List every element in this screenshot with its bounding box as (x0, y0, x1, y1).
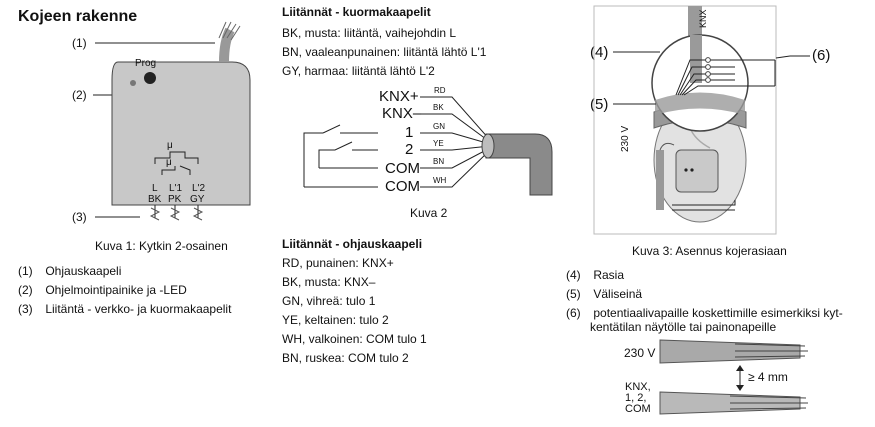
terminal-top-1: L'1 (169, 183, 183, 194)
load-cables-title: Liitännät - kuormakaapelit (282, 5, 431, 19)
wire-label: BN (433, 157, 445, 166)
callout-1: (1) (72, 36, 87, 50)
list-text: potentiaalivapaille koskettimille esimer… (593, 306, 843, 320)
figure-2-caption: Kuva 2 (410, 206, 448, 220)
callout-3: (3) (72, 210, 87, 224)
spacing-knx-line: KNX, (625, 381, 651, 393)
list-text: Ohjauskaapeli (45, 264, 122, 278)
list-num: (1) (18, 264, 33, 278)
mu-top: μ (167, 140, 173, 151)
wire-label: GN (433, 122, 445, 131)
spacing-distance-label: ≥ 4 mm (748, 370, 788, 384)
list-text: Väliseinä (593, 287, 643, 301)
list-num: (5) (566, 287, 581, 301)
list-num: (3) (18, 302, 33, 316)
load-item: BN, vaaleanpunainen: liitäntä lähtö L'1 (282, 45, 487, 59)
signal-label: 2 (405, 141, 414, 158)
wire-label: RD (434, 86, 446, 95)
mu-bottom: μ (166, 157, 172, 168)
control-item: RD, punainen: KNX+ (282, 256, 394, 270)
signal-label: KNX+ (379, 88, 419, 105)
spacing-knx-line: 1, 2, (625, 392, 647, 404)
signal-label: COM (385, 160, 420, 177)
right-list-continuation: kentätilan näytölle tai painonapeille (590, 320, 777, 334)
control-item: GN, vihreä: tulo 1 (282, 294, 376, 308)
callout-4: (4) (590, 44, 609, 61)
wire-label: BK (433, 103, 444, 112)
callout-2: (2) (72, 88, 87, 102)
signal-label: COM (385, 178, 420, 195)
control-cable-title: Liitännät - ohjauskaapeli (282, 237, 423, 251)
left-list-item: (1) Ohjauskaapeli (18, 264, 121, 278)
control-item: BN, ruskea: COM tulo 2 (282, 351, 409, 365)
right-list-item: (5) Väliseinä (566, 287, 642, 301)
spacing-knx-line: COM (625, 403, 651, 415)
list-text: Ohjelmointipainike ja -LED (45, 283, 187, 297)
list-num: (2) (18, 283, 33, 297)
spacing-230v-label: 230 V (624, 346, 656, 360)
right-list-item: (6) potentiaalivapaille koskettimille es… (566, 306, 843, 320)
control-item: BK, musta: KNX– (282, 275, 376, 289)
signal-label: 1 (405, 124, 414, 141)
list-text: Liitäntä - verkko- ja kuormakaapelit (45, 302, 232, 316)
section-title-structure: Kojeen rakenne (18, 8, 138, 25)
control-item: YE, keltainen: tulo 2 (282, 313, 389, 327)
list-text: Rasia (593, 268, 625, 282)
terminal-bottom-2: GY (190, 194, 205, 205)
left-list-item: (2) Ohjelmointipainike ja -LED (18, 283, 187, 297)
terminal-top-2: L'2 (192, 183, 206, 194)
figure-3-caption: Kuva 3: Asennus kojerasiaan (632, 244, 787, 258)
load-item: BK, musta: liitäntä, vaihejohdin L (282, 26, 457, 40)
right-list-item: (4) Rasia (566, 268, 624, 282)
figure-1-caption: Kuva 1: Kytkin 2-osainen (95, 239, 228, 253)
prog-label: Prog (135, 58, 157, 69)
left-list-item: (3) Liitäntä - verkko- ja kuormakaapelit (18, 302, 231, 316)
list-num: (4) (566, 268, 581, 282)
signal-label: KNX– (382, 105, 422, 122)
wire-label: WH (433, 176, 447, 185)
list-num: (6) (566, 306, 581, 320)
wire-label: YE (433, 139, 444, 148)
callout-6: (6) (812, 47, 831, 64)
terminal-bottom-0: BK (148, 194, 162, 205)
callout-5: (5) (590, 96, 609, 113)
control-item: WH, valkoinen: COM tulo 1 (282, 332, 427, 346)
terminal-top-0: L (152, 183, 158, 194)
terminal-bottom-1: PK (168, 194, 182, 205)
load-item: GY, harmaa: liitäntä lähtö L'2 (282, 64, 435, 78)
